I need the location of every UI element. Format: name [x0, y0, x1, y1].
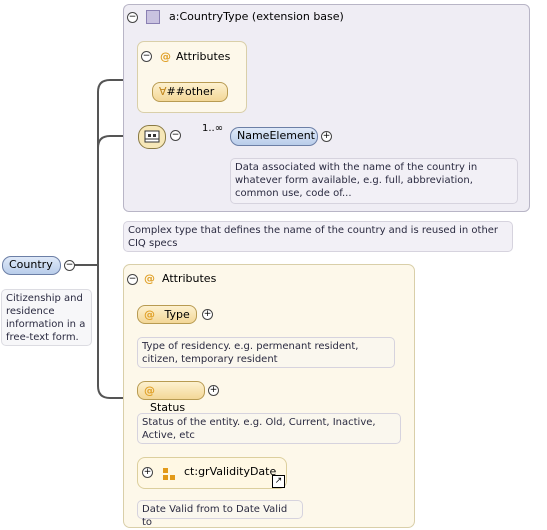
- name-element-pill[interactable]: NameElement: [230, 127, 318, 146]
- expand-icon[interactable]: +: [142, 467, 153, 478]
- type-doc: Complex type that defines the name of th…: [123, 221, 513, 252]
- sequence-compositor-icon[interactable]: [138, 125, 166, 149]
- attribute-status-pill[interactable]: @ Status: [137, 381, 205, 414]
- expand-icon[interactable]: +: [202, 309, 213, 320]
- name-element-label: NameElement: [237, 129, 315, 142]
- collapse-icon[interactable]: −: [127, 12, 138, 23]
- attribute-group-label: ct:grValidityDate: [184, 465, 277, 478]
- collapse-icon[interactable]: −: [64, 260, 75, 271]
- attribute-type-pill[interactable]: @ Type: [137, 305, 197, 324]
- attributes-label: Attributes: [162, 272, 217, 285]
- attribute-group-box[interactable]: + ct:grValidityDate ↗: [137, 457, 287, 489]
- extension-attributes-box: − @ Attributes ∀##other: [137, 41, 247, 113]
- collapse-icon[interactable]: −: [141, 51, 152, 62]
- attributes-box: − @ Attributes @ Type + Type of residenc…: [123, 264, 415, 528]
- attribute-type-label: Type: [164, 308, 190, 321]
- shortcut-arrow-icon[interactable]: ↗: [272, 475, 285, 488]
- attribute-group-icon: [163, 466, 176, 480]
- country-label: Country: [9, 258, 53, 271]
- attribute-icon: @: [160, 50, 171, 63]
- attribute-group-doc: Date Valid from to Date Valid to: [137, 500, 303, 528]
- attribute-icon: @: [144, 272, 155, 285]
- extension-base-box: − a:CountryType (extension base) − @ Att…: [123, 4, 530, 212]
- attribute-group-glyph: [163, 468, 175, 480]
- expand-icon[interactable]: +: [208, 385, 219, 396]
- attribute-icon: @: [144, 384, 155, 397]
- attribute-type-doc: Type of residency. e.g. permenant reside…: [137, 337, 395, 368]
- country-doc: Citizenship and residence information in…: [1, 289, 92, 346]
- attribute-status-doc: Status of the entity. e.g. Old, Current,…: [137, 413, 401, 444]
- any-attribute-label: ##other: [166, 85, 215, 98]
- name-element-doc: Data associated with the name of the cou…: [230, 158, 518, 204]
- attribute-status-label: Status: [150, 401, 186, 414]
- sequence-glyph: [144, 130, 160, 143]
- attributes-label: Attributes: [176, 50, 231, 63]
- cardinality-label: 1..∞: [202, 123, 224, 134]
- country-element-pill[interactable]: Country: [2, 256, 61, 275]
- expand-icon[interactable]: +: [321, 131, 332, 142]
- collapse-icon[interactable]: −: [170, 130, 181, 141]
- collapse-icon[interactable]: −: [127, 274, 138, 285]
- attribute-icon: @: [144, 308, 155, 321]
- extension-title: a:CountryType (extension base): [169, 10, 344, 23]
- any-attribute-icon: ∀: [159, 85, 167, 98]
- complex-type-icon: [146, 10, 160, 24]
- any-attribute-pill[interactable]: ∀##other: [152, 82, 228, 102]
